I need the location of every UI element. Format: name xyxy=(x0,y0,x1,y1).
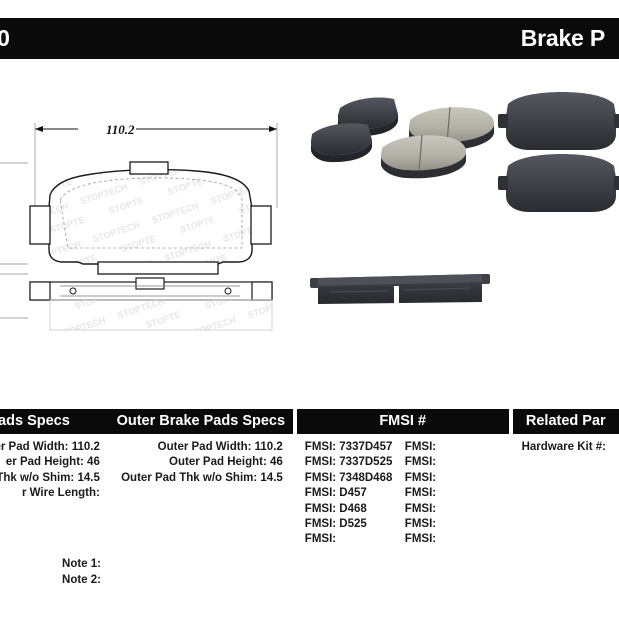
brake-pad-blueprint-svg: STOPTECH STOPTECH 110.2 .0 xyxy=(0,122,278,331)
fmsi-left-1: FMSI: 7337D457 xyxy=(304,441,393,453)
fmsi-left-4: FMSI: D457 xyxy=(304,487,367,500)
column-body-fmsi: FMSI: 7337D457 FMSI: FMSI: 7337D525 FMSI… xyxy=(297,434,509,548)
fmsi-left-2: FMSI: 7337D525 xyxy=(304,456,393,469)
table-row: FMSI: FMSI: xyxy=(305,532,509,547)
fmsi-left-6: FMSI: D525 xyxy=(304,518,367,531)
inner-pad-height: er Pad Height: 46 xyxy=(5,456,100,469)
fmsi-right-6: FMSI: xyxy=(404,518,437,531)
fmsi-left-3: FMSI: 7348D468 xyxy=(304,471,393,484)
table-row: FMSI: D468 FMSI: xyxy=(305,502,509,517)
fmsi-right-7: FMSI: xyxy=(404,533,437,546)
table-row: FMSI: D525 FMSI: xyxy=(305,517,509,532)
table-row: FMSI: 7337D525 FMSI: xyxy=(305,455,509,470)
notes-section: Note 1: Note 2: xyxy=(0,556,205,588)
column-header-related-parts: Related Par xyxy=(512,409,619,434)
brake-pads-photo-svg xyxy=(310,92,619,304)
pad-photo-edge-view xyxy=(310,274,490,304)
column-fmsi: FMSI # FMSI: 7337D457 FMSI: FMSI: 7337D5… xyxy=(296,409,509,548)
inner-wear-wire-length: r Wire Length: xyxy=(22,487,100,500)
fmsi-left-5: FMSI: D468 xyxy=(304,502,367,515)
inner-pad-thickness: Thk w/o Shim: 14.5 xyxy=(0,471,100,484)
pad-photo-face-dark-bottom xyxy=(498,154,619,212)
fmsi-left-7: FMSI: xyxy=(304,533,337,546)
column-header-fmsi: FMSI # xyxy=(296,409,509,434)
column-body-outer-specs: Outer Pad Width: 110.2 Outer Pad Height:… xyxy=(109,434,293,502)
table-row: FMSI: D457 FMSI: xyxy=(305,486,509,501)
column-related-parts: Related Par Hardware Kit #: xyxy=(512,409,619,455)
fmsi-right-1: FMSI: xyxy=(404,441,437,453)
column-header-inner-specs: Brake Pads Specs xyxy=(0,409,109,434)
pad-photo-face-dark-top xyxy=(498,92,619,150)
table-row: FMSI: 7337D457 FMSI: xyxy=(305,440,509,455)
outer-spec-blank xyxy=(109,486,293,501)
table-row: FMSI: 7348D468 FMSI: xyxy=(305,471,509,486)
inner-pad-width: ner Pad Width: 110.2 xyxy=(0,441,100,453)
hardware-kit-number: Hardware Kit #: xyxy=(521,441,606,453)
fmsi-right-4: FMSI: xyxy=(404,487,437,500)
title-bar: …05250 Brake P xyxy=(0,18,619,59)
outer-pad-height: Outer Pad Height: 46 xyxy=(169,456,283,469)
note-2: Note 2: xyxy=(62,574,101,586)
column-header-outer-specs: Outer Brake Pads Specs xyxy=(108,409,293,434)
note-1: Note 1: xyxy=(62,558,101,570)
column-inner-brake-pads-specs: Brake Pads Specs ner Pad Width: 110.2 er… xyxy=(0,409,109,502)
pad-photo-lower-right xyxy=(380,134,467,179)
fmsi-right-3: FMSI: xyxy=(404,471,437,484)
outer-pad-thickness: Outer Pad Thk w/o Shim: 14.5 xyxy=(121,471,283,484)
technical-drawing: STOPTECH STOPTECH 110.2 .0 xyxy=(0,78,300,378)
page-title: Brake P xyxy=(520,25,605,51)
fmsi-right-5: FMSI: xyxy=(404,502,437,515)
outer-pad-width: Outer Pad Width: 110.2 xyxy=(157,441,283,453)
column-body-inner-specs: ner Pad Width: 110.2 er Pad Height: 46 T… xyxy=(0,434,109,502)
pad-photo-lower-left xyxy=(310,123,372,163)
column-body-related-parts: Hardware Kit #: xyxy=(513,434,619,455)
specs-table: Brake Pads Specs ner Pad Width: 110.2 er… xyxy=(0,409,619,548)
column-outer-brake-pads-specs: Outer Brake Pads Specs Outer Pad Width: … xyxy=(108,409,293,502)
part-number-label: …05250 xyxy=(0,25,10,51)
fmsi-right-2: FMSI: xyxy=(404,456,437,469)
product-photos xyxy=(300,86,619,376)
dim-width-text: 110.2 xyxy=(106,122,135,137)
